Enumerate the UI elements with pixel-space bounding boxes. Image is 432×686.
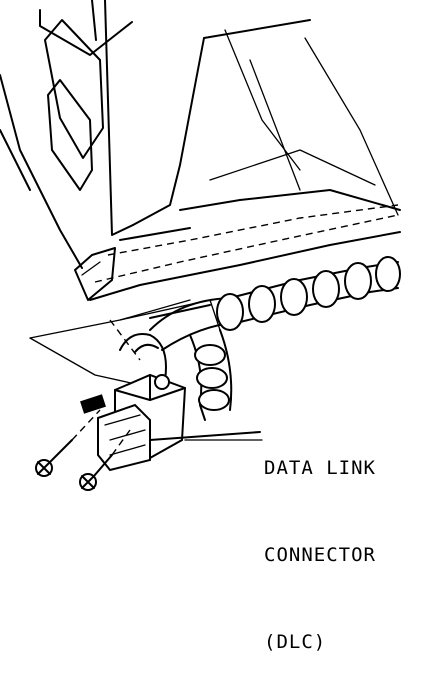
dlc-connector-icon (80, 373, 261, 472)
dlc-callout-label: DATA LINK CONNECTOR (DLC) (264, 396, 376, 686)
dlc-location-diagram (0, 0, 401, 491)
callout-line-2: CONNECTOR (264, 544, 376, 566)
instrument-panel-outline (0, 0, 401, 319)
screw-icon (35, 409, 131, 491)
wire-harness-icon (29, 256, 401, 421)
callout-line-1: DATA LINK (264, 457, 376, 479)
bracket-clip-icon (44, 19, 116, 301)
callout-line-3: (DLC) (264, 631, 327, 653)
